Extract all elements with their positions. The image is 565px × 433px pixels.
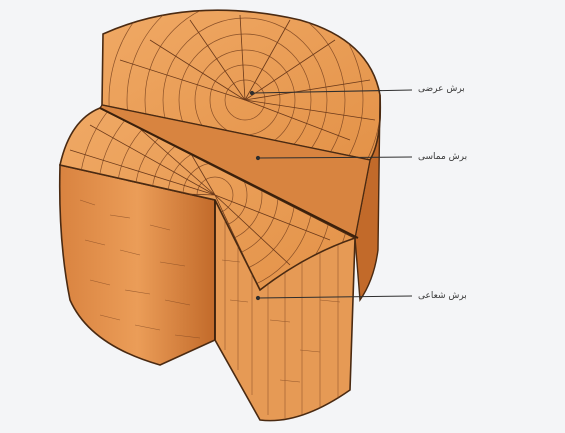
label-radial-section: برش شعاعی [418, 291, 467, 301]
label-cross-section: برش عرضی [418, 84, 465, 94]
label-tangential-section: برش مماسی [418, 152, 467, 162]
